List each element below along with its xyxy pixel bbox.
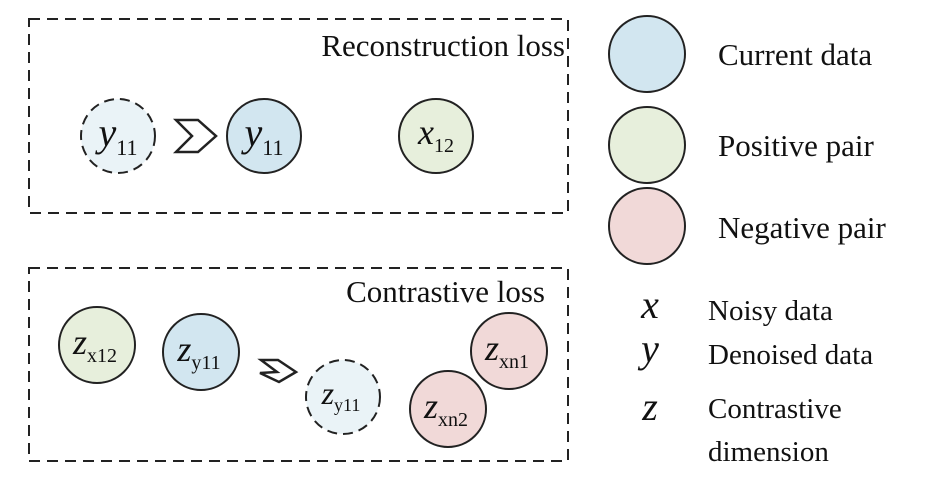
noisy-zy11-node: zy11 — [305, 359, 381, 435]
legend-positive-swatch — [608, 106, 686, 184]
node-subscript: xn2 — [438, 409, 468, 431]
current-y11-circle — [226, 98, 302, 174]
legend-current-label: Current data — [718, 37, 872, 72]
node-variable: y — [241, 110, 263, 155]
noisy-y11-circle — [80, 98, 156, 174]
svg-text:zy11: zy11 — [321, 375, 361, 415]
legend-current: Current data — [608, 15, 872, 93]
noisy-y11-node: y11 — [80, 98, 156, 174]
legend-z-symbol: z — [641, 384, 658, 429]
node-variable: z — [176, 329, 191, 369]
legend-negative: Negative pair — [608, 187, 887, 265]
legend-x-symbol: x — [640, 282, 659, 327]
legend-z-label-line1: Contrastive — [708, 393, 842, 425]
node-subscript: x12 — [87, 345, 117, 367]
positive-zx12-circle — [58, 306, 136, 384]
legend-x-label: Noisy data — [708, 295, 833, 327]
current-zy11-circle — [162, 313, 240, 391]
negative-zxn2-node: zxn2 — [409, 370, 487, 448]
contrastive-loss-title: Contrastive loss — [346, 274, 545, 309]
legend-negative-swatch — [608, 187, 686, 265]
legend-x: x Noisy data — [640, 282, 833, 327]
contrastive-loss-box — [28, 267, 569, 462]
node-subscript: y11 — [191, 352, 220, 374]
contrastive-loss-panel: Contrastive loss zx12 zy11 zy11 zx — [28, 267, 569, 462]
node-variable: z — [72, 322, 87, 362]
legend-y-label: Denoised data — [708, 339, 873, 371]
reconstruction-loss-panel: Reconstruction loss y11 y11 x12 — [28, 18, 569, 214]
legend-z-label-line2: dimension — [708, 436, 829, 468]
node-variable: z — [484, 328, 499, 368]
legend-negative-label: Negative pair — [718, 210, 887, 245]
legend-positive-label: Positive pair — [718, 128, 875, 163]
negative-zxn1-node: zxn1 — [470, 312, 548, 390]
noisy-zy11-circle — [305, 359, 381, 435]
legend: Current data Positive pair Negative pair… — [608, 15, 887, 468]
svg-text:y11: y11 — [95, 110, 138, 160]
svg-text:x12: x12 — [417, 112, 454, 157]
node-variable: z — [423, 386, 438, 426]
svg-text:zx12: zx12 — [72, 322, 117, 367]
legend-current-swatch — [608, 15, 686, 93]
svg-text:zxn2: zxn2 — [423, 386, 468, 431]
legend-positive: Positive pair — [608, 106, 875, 184]
negative-zxn2-circle — [409, 370, 487, 448]
node-subscript: xn1 — [499, 351, 529, 373]
legend-y-symbol: y — [637, 326, 659, 371]
node-subscript: 11 — [116, 135, 137, 160]
svg-text:y11: y11 — [241, 110, 284, 160]
svg-text:zy11: zy11 — [176, 329, 220, 374]
legend-y: y Denoised data — [637, 326, 873, 371]
node-variable: z — [321, 375, 335, 411]
reconstruction-loss-box — [28, 18, 569, 214]
node-variable: x — [417, 112, 434, 152]
negative-zxn1-circle — [470, 312, 548, 390]
chevron-right-icon — [172, 118, 218, 154]
positive-zx12-node: zx12 — [58, 306, 136, 384]
current-zy11-node: zy11 — [162, 313, 240, 391]
reconstruction-loss-title: Reconstruction loss — [321, 28, 565, 63]
node-subscript: 12 — [434, 135, 454, 157]
positive-x12-node: x12 — [398, 98, 474, 174]
current-y11-node: y11 — [226, 98, 302, 174]
node-subscript: y11 — [334, 395, 360, 415]
positive-x12-circle — [398, 98, 474, 174]
svg-text:zxn1: zxn1 — [484, 328, 529, 373]
chevron-left-icon — [257, 358, 299, 384]
legend-z: z Contrastive dimension — [641, 384, 841, 468]
node-subscript: 11 — [262, 135, 283, 160]
node-variable: y — [95, 110, 117, 155]
